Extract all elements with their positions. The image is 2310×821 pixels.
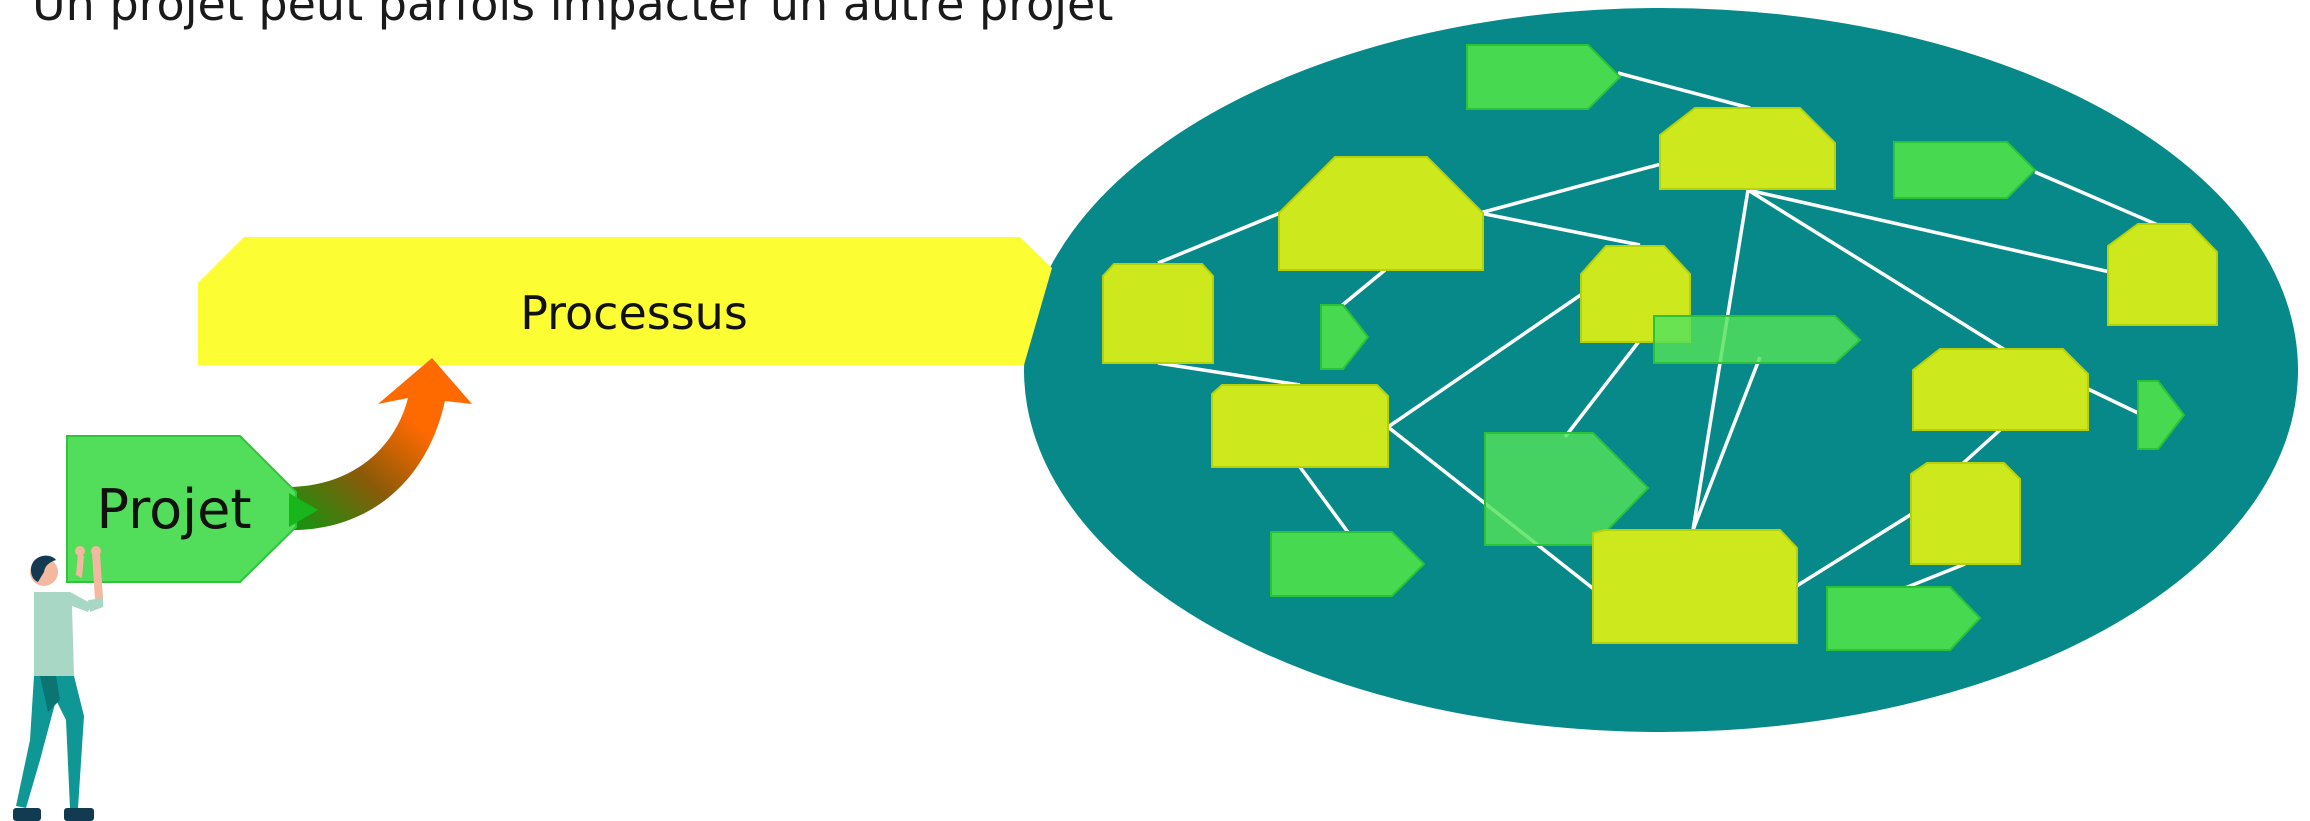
network-edge [1338,268,1387,309]
person-illustration [13,546,103,821]
node-green-arrow [1893,141,2037,199]
node-yellow-process [1592,529,1798,644]
node-yellow-process [1659,107,1836,190]
node-yellow-process [1278,156,1484,271]
node-yellow-process [1211,384,1389,468]
node-yellow-process [1102,263,1214,364]
node-green-arrow [1320,304,1370,370]
project-tag-notch [289,493,318,527]
project-tag [66,435,297,583]
network-edge [1617,71,1751,110]
impact-arrow [287,358,472,531]
network-edge [1747,188,2111,274]
network-edge [1157,361,1301,387]
network-edge [1691,356,1762,531]
network-edge [1899,562,1966,592]
network-edge [2087,387,2139,415]
node-yellow-process [2107,223,2218,326]
network-edge [1747,188,2006,352]
project-label: Projet [96,478,251,541]
node-green-arrow [1466,44,1622,110]
network-edge [1563,338,1642,439]
node-green-arrow [1270,531,1426,597]
network-nodes [1102,44,2218,651]
network-edge [1298,465,1352,537]
network-edge [1958,428,2002,468]
node-yellow-process [1910,462,2021,565]
node-green-arrow [1484,432,1650,546]
network-edge [1387,290,1586,429]
network-edge [2034,170,2166,230]
network-edge [1794,510,1916,589]
network-edge [1157,211,1281,265]
node-yellow-process [1912,348,2089,431]
node-green-arrow [2137,380,2186,450]
process-label: Processus [520,286,748,340]
node-green-arrow [1826,586,1982,651]
slide-title: Un projet peut parfois impacter un autre… [32,0,1113,31]
process-bar [198,237,1052,365]
node-green-arrow [1653,315,1862,364]
network-edge [1479,211,1641,247]
